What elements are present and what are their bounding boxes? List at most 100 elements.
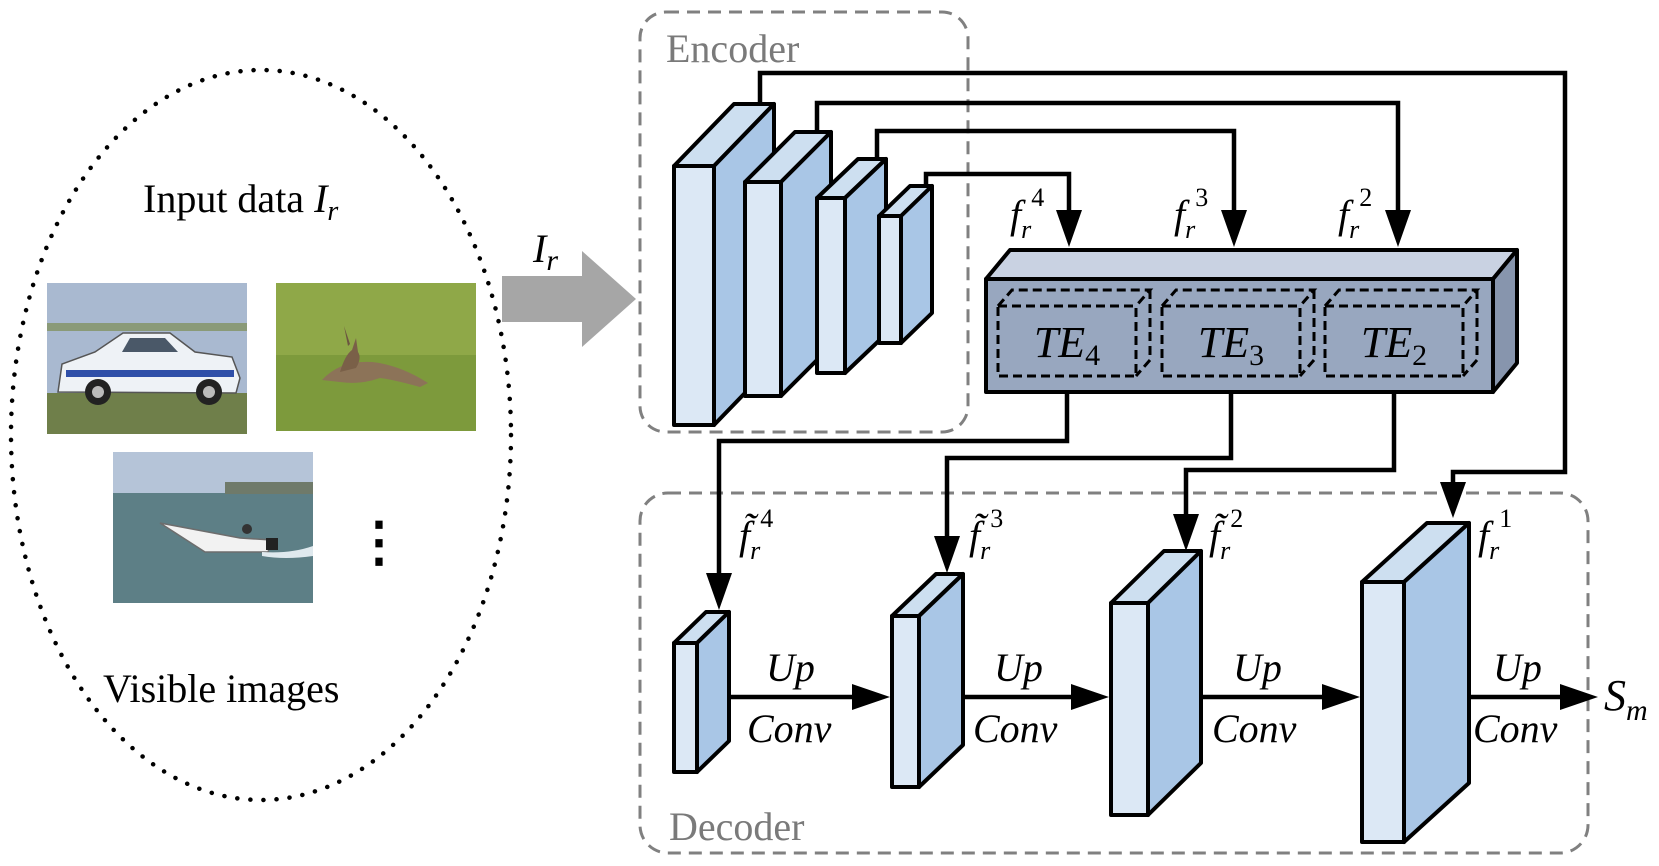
hare-photo	[276, 283, 476, 431]
decoder-dashed-box	[638, 491, 1590, 855]
output-label: Sm	[1604, 671, 1648, 727]
line-te2-to-dec3	[1183, 392, 1397, 520]
te4-label: TE4	[1034, 318, 1100, 372]
te2-label: TE2	[1361, 318, 1427, 372]
arrowhead-ft2	[1173, 514, 1199, 551]
encoder-skip-connections	[757, 70, 1568, 492]
te-to-decoder-arrowheads	[706, 514, 1199, 610]
input-dotted-ellipse	[8, 67, 514, 803]
input-caption: Visible images	[103, 666, 339, 711]
encoder-layers	[672, 102, 934, 427]
hare-head	[340, 338, 360, 372]
te-to-decoder-lines	[716, 392, 1397, 580]
arrowhead-f2	[1385, 210, 1411, 247]
skip-arrowheads	[1056, 210, 1466, 518]
label-ft3: f̃r3	[969, 504, 1003, 565]
up-label-2: Up	[994, 645, 1043, 690]
te2-block-outline	[1323, 288, 1481, 378]
boat-motor	[266, 538, 278, 550]
upconv-arrows	[729, 684, 1598, 710]
decoder-layer-4	[1360, 521, 1471, 844]
skip-line-f1	[757, 70, 1568, 492]
skip-line-f4	[923, 171, 1072, 210]
race-car-stripe	[66, 370, 234, 377]
transformer-block-labels: TE4 TE3 TE2	[1034, 318, 1427, 372]
up-label-1: Up	[766, 645, 815, 690]
race-car-hub-front	[92, 386, 104, 398]
te4-block-outline	[996, 288, 1154, 378]
label-ft2: f̃r2	[1209, 504, 1243, 565]
arrowhead-f4	[1056, 210, 1082, 247]
decoder-layer-3	[1109, 549, 1203, 817]
input-arrow-label: Ir	[532, 226, 558, 277]
arrowhead-f1	[1440, 482, 1466, 518]
race-car-body	[57, 332, 241, 394]
upconv-arrow-3-head	[1322, 684, 1360, 710]
race-car-photo	[47, 283, 247, 434]
upconv-labels: Up Conv Up Conv Up Conv Up Conv	[747, 645, 1558, 751]
upconv-arrow-3	[1201, 684, 1360, 710]
te3-label: TE3	[1198, 318, 1264, 372]
encoder-layer-4-front	[877, 214, 903, 345]
decoder-layer-4-front	[1360, 580, 1406, 844]
input-arrow-shape	[502, 251, 636, 347]
hare-ear	[344, 326, 350, 346]
more-images-ellipsis: ⋮	[352, 512, 406, 572]
conv-label-3: Conv	[1212, 706, 1297, 751]
conv-label-4: Conv	[1473, 706, 1558, 751]
upconv-arrow-1	[729, 684, 890, 710]
input-title: Input data Ir	[143, 176, 338, 227]
encoder-layer-4	[877, 184, 934, 345]
arrowhead-ft3	[934, 536, 960, 573]
arrowhead-ft4	[706, 573, 732, 610]
skip-line-f3	[874, 128, 1237, 210]
upconv-arrow-output	[1469, 684, 1598, 710]
race-car-horizon	[47, 323, 247, 331]
transformer-blocks	[996, 288, 1481, 378]
decoder-layer-3-front	[1109, 601, 1150, 817]
label-f2: fr2	[1338, 183, 1372, 244]
decoder-layers	[672, 521, 1471, 844]
input-arrow: Ir	[502, 226, 636, 347]
race-car-window	[122, 338, 178, 352]
decoder-layer-4-side	[1402, 521, 1471, 844]
line-te4-to-dec1	[716, 392, 1070, 580]
label-ft4: f̃r4	[739, 504, 773, 565]
up-label-4: Up	[1493, 645, 1542, 690]
upconv-arrow-output-head	[1560, 684, 1598, 710]
decoder-layer-1	[672, 610, 731, 774]
line-te3-to-dec2	[944, 392, 1234, 540]
race-car-hub-rear	[203, 386, 215, 398]
encoder-layer-3	[815, 157, 888, 375]
boat-wake	[262, 546, 313, 558]
encoder-layer-2-front	[743, 180, 783, 398]
decoder-layer-1-front	[672, 641, 699, 774]
decoder-layer-2-front	[890, 614, 921, 789]
decoder-label: Decoder	[669, 804, 804, 849]
decoder-layer-1-side	[695, 610, 731, 774]
transformer-slab-top	[984, 248, 1519, 281]
encoder-layer-4-side	[899, 184, 934, 345]
boat-shoreline	[225, 482, 313, 494]
label-f1: fr1	[1478, 504, 1512, 565]
upconv-arrow-2	[963, 684, 1109, 710]
encoder-layer-1-front	[672, 164, 716, 427]
decoder-layer-2-side	[917, 572, 965, 789]
encoder-dashed-box	[638, 10, 970, 434]
encoder-layer-3-front	[815, 196, 847, 375]
skip-line-f2	[814, 100, 1401, 210]
label-f4: fr4	[1010, 183, 1044, 244]
up-label-3: Up	[1233, 645, 1282, 690]
speedboat-photo	[113, 452, 313, 603]
decoder-layer-2	[890, 572, 965, 789]
boat-driver	[242, 524, 252, 534]
conv-label-2: Conv	[973, 706, 1058, 751]
conv-label-1: Conv	[747, 706, 832, 751]
input-region: Input data Ir	[8, 67, 514, 803]
arrowhead-f3	[1221, 210, 1247, 247]
upconv-arrow-2-head	[1071, 684, 1109, 710]
decoder-layer-3-side	[1146, 549, 1203, 817]
te3-block-outline	[1160, 288, 1318, 378]
label-f3: fr3	[1174, 183, 1208, 244]
